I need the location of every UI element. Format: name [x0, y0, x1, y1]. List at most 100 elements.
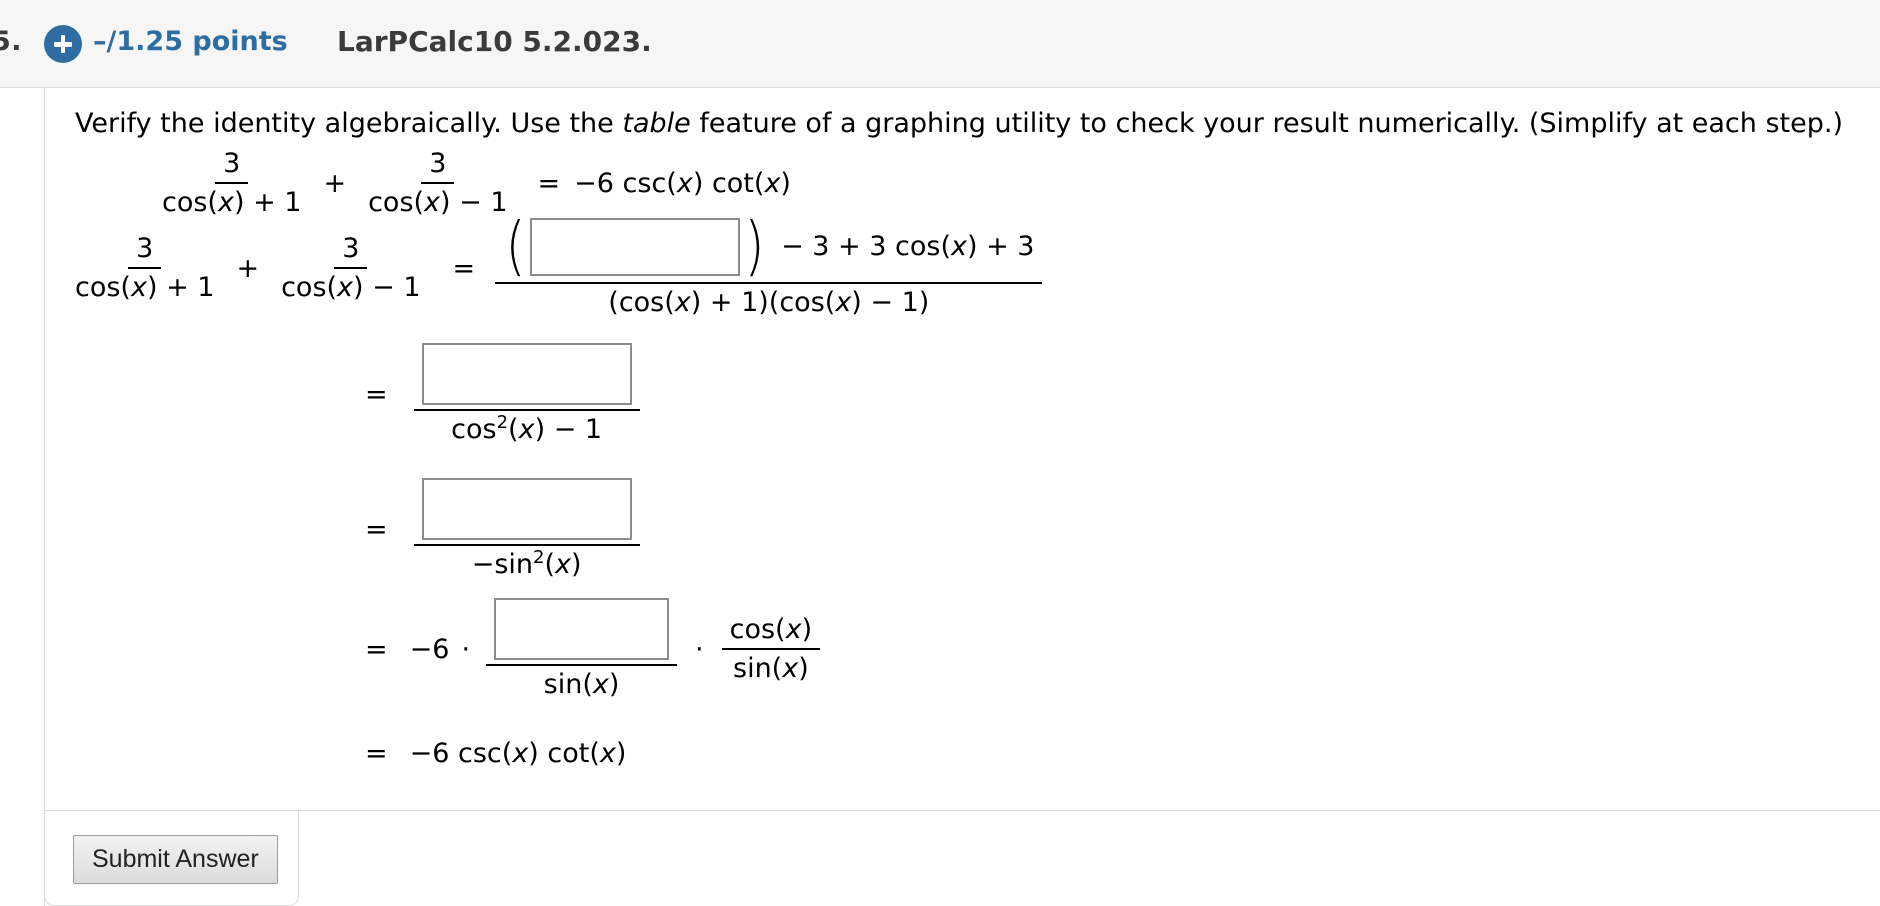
tail-pre: − 3 + 3 cos(: [781, 231, 951, 263]
sin-text: sin(: [733, 653, 783, 685]
fraction-2-numerator: 3: [421, 148, 455, 185]
variable-x: x: [512, 738, 529, 769]
cos-text: cos(: [729, 613, 786, 645]
question-header-bar: 5. –/1.25 points LarPCalc10 5.2.023.: [0, 0, 1880, 88]
instruction-text-part2: feature of a graphing utility to check y…: [690, 108, 1843, 139]
close-paren: ): [608, 669, 620, 700]
identity-equation: 3 cos(x) + 1 + 3 cos(x) − 1 = −6 csc(x) …: [150, 148, 791, 218]
question-content-panel: Verify the identity algebraically. Use t…: [44, 88, 1880, 906]
den-rest: ) + 1: [233, 187, 302, 219]
plus-circle-icon[interactable]: [44, 25, 82, 63]
step2-plus-operator: +: [236, 252, 260, 284]
variable-x: x: [130, 272, 147, 304]
variable-x: x: [951, 231, 967, 263]
fraction-1: 3 cos(x) + 1: [154, 148, 309, 218]
step5-equals-sign: =: [365, 633, 388, 665]
variable-x: x: [782, 653, 799, 685]
answer-input-3[interactable]: [421, 478, 632, 540]
step2-result-numerator: ( ) − 3 + 3 cos(x) + 3: [495, 209, 1043, 284]
step2-fraction-1-numerator: 3: [128, 233, 162, 270]
neg-sin-text: −sin: [471, 549, 534, 580]
footer-divider: [44, 810, 1880, 811]
answer-input-1[interactable]: [530, 218, 741, 276]
instruction-text-part1: Verify the identity algebraically. Use t…: [75, 108, 623, 139]
close-paren: ): [571, 549, 582, 580]
step3-denominator: cos2(x) − 1: [443, 411, 610, 446]
rhs-mid: ) cot(: [692, 167, 765, 199]
step5-fraction-2-denominator: sin(x): [725, 650, 817, 684]
rhs-pre: −6 csc(: [574, 167, 677, 199]
step4-fraction: −sin2(x): [413, 478, 640, 581]
exponent-2: 2: [533, 547, 545, 568]
question-number: 5.: [0, 26, 23, 57]
step5-coefficient: −6: [409, 633, 450, 665]
variable-x: x: [337, 272, 354, 304]
result-mid: ) cot(: [528, 738, 600, 769]
step4-denominator: −sin2(x): [464, 546, 590, 581]
plus-operator: +: [323, 167, 347, 199]
variable-x: x: [676, 167, 693, 199]
tail-post: ) + 3: [966, 231, 1035, 263]
cos-text: cos(: [281, 272, 338, 304]
points-label: –/1.25 points: [93, 26, 288, 57]
variable-x: x: [599, 738, 616, 769]
den-rest: ) + 1: [146, 272, 215, 304]
step5-fraction-2: cos( x) sin(x): [721, 613, 821, 684]
step5-numerator: [486, 598, 678, 666]
right-paren: ): [744, 209, 765, 284]
step-5-row: = −6 · sin(x) · cos(x) sin(x): [365, 598, 824, 700]
variable-x: x: [555, 549, 571, 580]
cos-text: cos(: [75, 272, 131, 304]
open-paren: (: [544, 549, 556, 580]
den-post: ) − 1: [534, 414, 603, 445]
sin-text: sin(: [543, 669, 593, 700]
step2-result-fraction: ( ) − 3 + 3 cos(x) + 3 (cos(x) + 1)(cos(…: [495, 209, 1043, 318]
fraction-1-denominator: cos(x) + 1: [154, 184, 309, 218]
step2-equals-sign: =: [452, 252, 476, 284]
den-mid: ) + 1)(cos(: [690, 287, 836, 318]
variable-x: x: [674, 287, 691, 318]
step-4-row: = −sin2(x): [365, 478, 644, 580]
instruction-text: Verify the identity algebraically. Use t…: [75, 108, 1843, 139]
den-rest: ) − 1: [353, 272, 421, 304]
den-pre: (cos(: [608, 287, 675, 318]
answer-input-4[interactable]: [494, 598, 670, 660]
result-post: ): [615, 738, 627, 769]
step2-fraction-2-numerator: 3: [334, 233, 368, 270]
cos-text: cos: [451, 414, 497, 445]
step3-equals-sign: =: [365, 378, 388, 410]
step4-equals-sign: =: [365, 513, 388, 545]
variable-x: x: [764, 167, 781, 199]
instruction-text-italic: table: [622, 108, 691, 139]
step2-fraction-2-denominator: cos(x) − 1: [273, 269, 428, 303]
step2-result-denominator: (cos(x) + 1)(cos(x) − 1): [600, 284, 937, 318]
fraction-2: 3 cos(x) − 1: [360, 148, 515, 218]
step-3-row: = cos2(x) − 1: [365, 343, 644, 445]
step2-fraction-1: 3 cos(x) + 1: [67, 233, 222, 303]
open-paren: (: [508, 414, 519, 445]
den-post: ) − 1): [851, 287, 930, 318]
step3-fraction: cos2(x) − 1: [413, 343, 640, 446]
step5-denominator: sin(x): [536, 666, 628, 700]
step2-numerator-tail: − 3 + 3 cos(x) + 3: [781, 231, 1034, 262]
identity-right-side: −6 csc(x) cot(x): [574, 168, 791, 199]
variable-x: x: [424, 187, 441, 219]
cos-text: cos(: [368, 187, 425, 219]
answer-input-2[interactable]: [421, 343, 632, 405]
variable-x: x: [592, 669, 609, 700]
step2-fraction-1-denominator: cos(x) + 1: [67, 269, 222, 303]
question-code-label: LarPCalc10 5.2.023.: [337, 25, 652, 58]
den-rest: ) − 1: [440, 187, 508, 219]
step3-numerator: [413, 343, 640, 411]
step5-dot-1: ·: [461, 633, 471, 665]
fraction-2-denominator: cos(x) − 1: [360, 184, 515, 218]
result-pre: −6 csc(: [409, 738, 513, 769]
variable-x: x: [518, 414, 535, 445]
close-paren: ): [801, 613, 813, 645]
variable-x: x: [835, 287, 852, 318]
submit-answer-button[interactable]: Submit Answer: [73, 835, 278, 884]
fraction-1-numerator: 3: [215, 148, 249, 185]
step5-dot-2: ·: [695, 633, 704, 665]
left-paren: (: [505, 209, 526, 284]
cos-text: cos(: [162, 187, 218, 219]
